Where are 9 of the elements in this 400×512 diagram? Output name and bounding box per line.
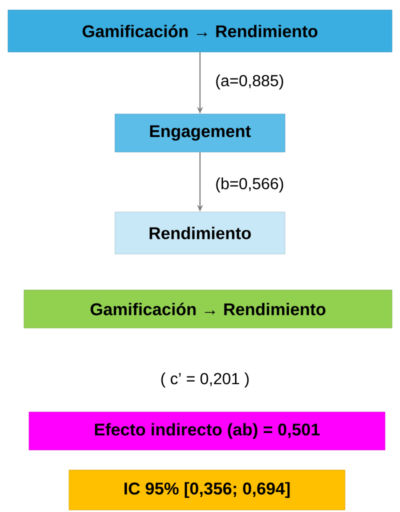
process-box: Engagement [114, 114, 286, 152]
process-box: IC 95% [0,356; 0,694] [68, 470, 346, 510]
process-box: Gamificación → Rendimiento [8, 10, 392, 52]
edge-label: (a=0,885) [214, 74, 286, 90]
coefficient-label: ( c’ = 0,201 ) [161, 372, 249, 388]
process-box: Rendimiento [114, 212, 286, 254]
edge-label: (b=0,566) [214, 176, 286, 194]
process-box: Efecto indirecto (ab) = 0,501 [28, 412, 386, 450]
process-box: Gamificación → Rendimiento [24, 290, 392, 328]
